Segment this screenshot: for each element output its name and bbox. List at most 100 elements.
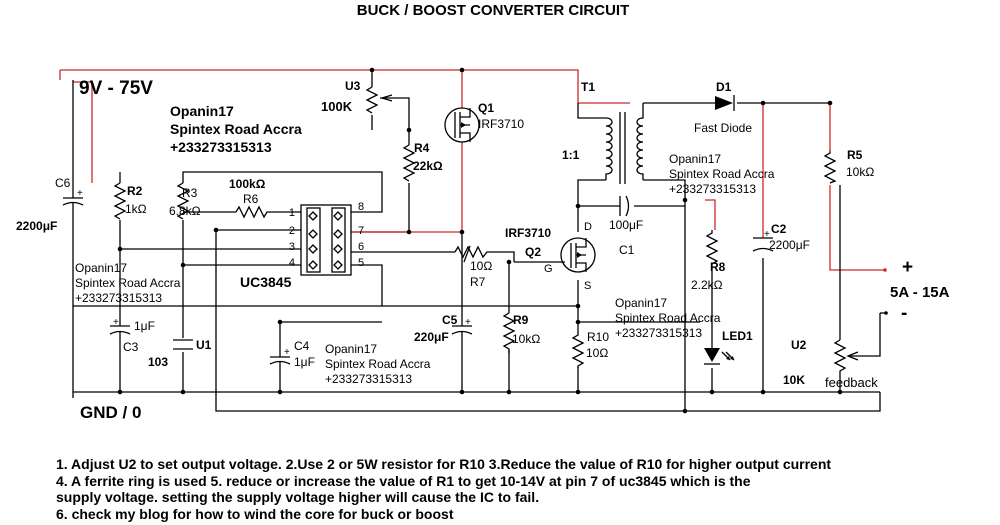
- r3-label: R3: [182, 186, 198, 200]
- u2-label: U2: [791, 338, 807, 352]
- q2-pin-s: S: [584, 280, 591, 292]
- t1-label: T1: [581, 80, 595, 94]
- pin-6: 6: [358, 241, 364, 253]
- credit-place-3: Spintex Road Accra: [325, 357, 431, 371]
- ratio-label: 1:1: [562, 148, 580, 162]
- c6-label: C6: [55, 176, 71, 190]
- q2-mosfet: [560, 237, 596, 273]
- c5-polarity: +: [465, 317, 471, 328]
- c3-label: C3: [123, 340, 139, 354]
- credit-name-2: Opanin17: [75, 261, 127, 275]
- c2-capacitor: [752, 237, 774, 252]
- note-line-2: 4. A ferrite ring is used 5. reduce or i…: [56, 472, 751, 489]
- t1-transformer: [605, 103, 644, 184]
- u1-value: 103: [148, 355, 168, 369]
- wires: [59, 69, 886, 412]
- r2-label: R2: [127, 184, 143, 198]
- u3-potentiometer: [365, 86, 393, 114]
- c4-polarity: +: [284, 347, 290, 358]
- d1-type: Fast Diode: [694, 121, 752, 135]
- credit-name-1: Opanin17: [170, 103, 234, 119]
- c5-value: 220μF: [414, 330, 449, 344]
- r8-label: R8: [710, 260, 726, 274]
- note-line-1: 1. Adjust U2 to set output voltage. 2.Us…: [56, 456, 832, 472]
- r10-label: R10: [587, 330, 609, 344]
- c3-capacitor: [109, 318, 131, 345]
- credit-place-5: Spintex Road Accra: [615, 311, 721, 325]
- pin-3: 3: [289, 241, 295, 253]
- q2-pin-g: G: [544, 263, 553, 275]
- feedback-label: feedback: [825, 375, 878, 390]
- note-line-3: supply voltage. setting the supply volta…: [56, 489, 540, 505]
- r5-resistor: [823, 150, 837, 184]
- pin-8: 8: [358, 201, 364, 213]
- u2-potentiometer: [833, 339, 859, 372]
- pin-2: 2: [289, 225, 295, 237]
- c2-polarity: +: [764, 229, 770, 240]
- c6-capacitor: [62, 183, 84, 213]
- credit-place-4: Spintex Road Accra: [669, 167, 775, 181]
- q2-label: Q2: [525, 245, 541, 259]
- c2-label: C2: [771, 222, 787, 236]
- led1-label: LED1: [722, 329, 753, 343]
- c6-polarity: +: [77, 188, 83, 199]
- notes-block: 1. Adjust U2 to set output voltage. 2.Us…: [56, 456, 996, 522]
- r5-label: R5: [847, 148, 863, 162]
- c1-label: C1: [619, 243, 635, 257]
- credit-name-4: Opanin17: [669, 152, 721, 166]
- pin-5: 5: [358, 257, 364, 269]
- q1-part: IRF3710: [478, 117, 524, 131]
- output-current: 5A - 15A: [890, 284, 950, 301]
- r3-resistor: [176, 182, 190, 220]
- u2-value: 10K: [783, 373, 805, 387]
- led1: [704, 348, 735, 365]
- pin-4: 4: [289, 257, 295, 269]
- credit-name-5: Opanin17: [615, 296, 667, 310]
- pin-1: 1: [289, 207, 295, 219]
- c4-label: C4: [294, 339, 310, 353]
- c3-value: 1μF: [134, 319, 155, 333]
- credit-phone-4: +233273315313: [669, 182, 756, 196]
- uc3845-ic: [300, 204, 352, 276]
- d1-label: D1: [716, 80, 732, 94]
- r2-value: 1kΩ: [125, 202, 147, 216]
- r3-value: 6.8kΩ: [169, 204, 201, 218]
- r4-value: 22kΩ: [413, 159, 443, 173]
- r7-resistor: [454, 245, 490, 263]
- r4-label: R4: [414, 141, 430, 155]
- diagram-title: BUCK / BOOST CONVERTER CIRCUIT: [357, 2, 630, 19]
- c6-value: 2200μF: [16, 219, 57, 233]
- credit-phone-3: +233273315313: [325, 372, 412, 386]
- u1-label: U1: [196, 338, 212, 352]
- credit-place-1: Spintex Road Accra: [170, 121, 302, 137]
- r10-value: 10Ω: [586, 346, 608, 360]
- credit-phone-5: +233273315313: [615, 326, 702, 340]
- pin-7: 7: [358, 225, 364, 237]
- q2-pin-d: D: [584, 221, 592, 233]
- output-plus: +: [902, 257, 913, 278]
- c4-capacitor: [269, 345, 291, 372]
- r5-value: 10kΩ: [846, 165, 874, 179]
- r7-value: 10Ω: [470, 259, 492, 273]
- c1-capacitor: [619, 195, 630, 217]
- r6-resistor: [235, 205, 270, 219]
- r9-label: R9: [513, 313, 529, 327]
- junction-dots: [117, 67, 843, 414]
- credit-place-2: Spintex Road Accra: [75, 276, 181, 290]
- credit-name-3: Opanin17: [325, 342, 377, 356]
- u3-value: 100K: [321, 99, 353, 114]
- r8-value: 2.2kΩ: [691, 278, 723, 292]
- r7-label: R7: [470, 275, 486, 289]
- r2-resistor: [113, 182, 127, 220]
- q2-part: IRF3710: [505, 226, 551, 240]
- d1-diode: [715, 95, 735, 111]
- c5-label: C5: [442, 313, 458, 327]
- c1-value: 100μF: [609, 218, 643, 232]
- r6-value: 100kΩ: [229, 177, 266, 191]
- output-terminals: [883, 268, 888, 315]
- credit-phone-2: +233273315313: [75, 291, 162, 305]
- ground-label: GND / 0: [80, 403, 141, 422]
- c5-capacitor: [451, 312, 473, 346]
- credit-phone-1: +233273315313: [170, 139, 272, 155]
